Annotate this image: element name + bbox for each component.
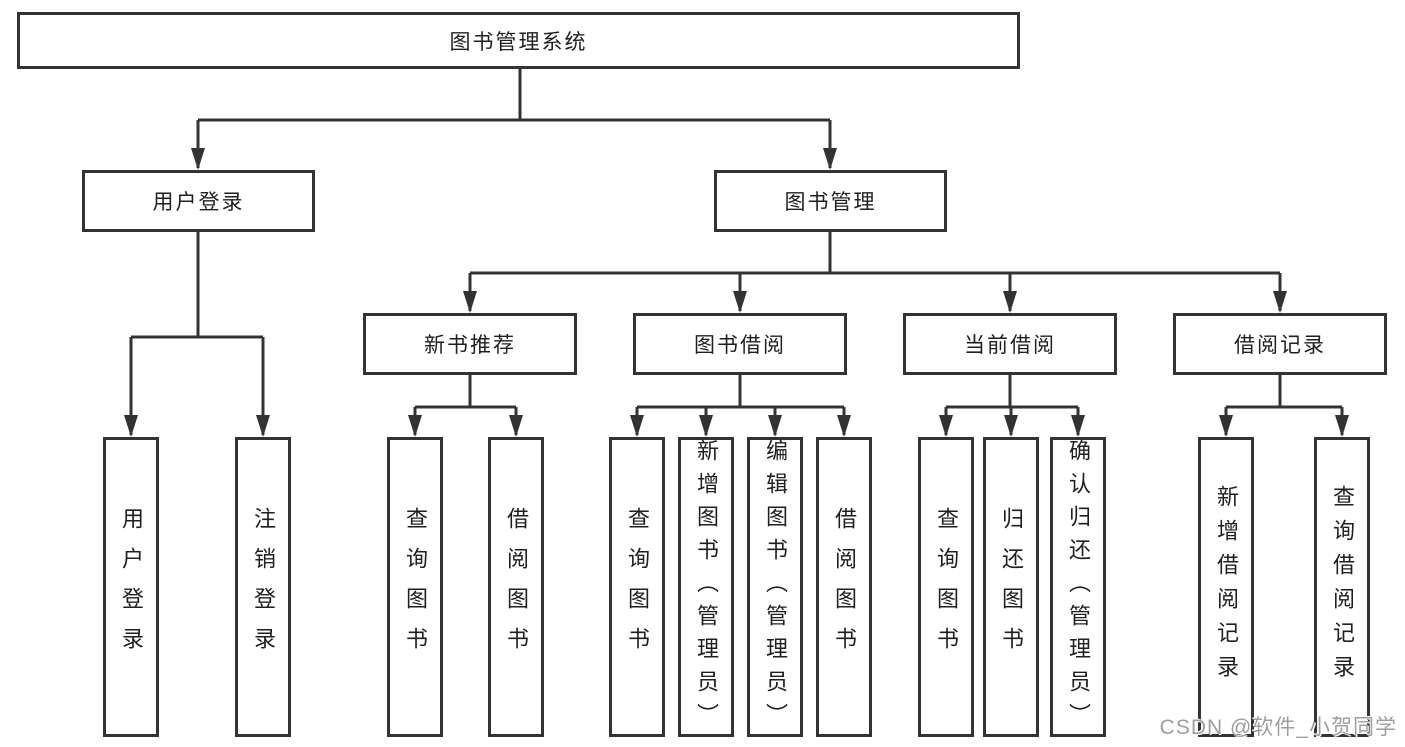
node-root: 图书管理系统: [17, 12, 1020, 69]
node-book-management-label: 图书管理: [784, 191, 877, 214]
node-book-borrow-label: 图书借阅: [694, 334, 786, 357]
connector-book-management: [470, 232, 1280, 275]
leaf-return-book-label: 归还图书: [999, 507, 1024, 667]
leaf-borrow-book-recommend: 借阅图书: [488, 437, 544, 737]
leaf-query-borrow-record: 查询借阅记录: [1314, 437, 1370, 737]
node-user-login: 用户登录: [82, 170, 315, 232]
leaf-query-book-recommend-label: 查询图书: [403, 507, 428, 667]
leaf-add-borrow-record: 新增借阅记录: [1198, 437, 1254, 737]
leaf-user-login: 用户登录: [103, 437, 159, 737]
node-borrow-record-label: 借阅记录: [1234, 334, 1326, 357]
connector-book-borrow: [637, 375, 844, 409]
node-new-book-recommend-label: 新书推荐: [424, 334, 516, 357]
leaf-query-book-borrow: 查询图书: [609, 437, 665, 737]
node-book-management: 图书管理: [714, 170, 947, 232]
leaf-borrow-book-label: 借阅图书: [832, 507, 857, 667]
connector-new-book-recommend: [415, 375, 516, 409]
leaf-add-borrow-record-label: 新增借阅记录: [1214, 485, 1239, 689]
node-user-login-label: 用户登录: [152, 191, 245, 214]
leaf-confirm-return-admin: 确认归还（管理员）: [1050, 437, 1106, 737]
node-new-book-recommend: 新书推荐: [363, 313, 577, 375]
leaf-query-borrow-record-label: 查询借阅记录: [1330, 485, 1355, 689]
leaf-query-book-borrow-label: 查询图书: [625, 507, 650, 667]
leaf-logout-label: 注销登录: [251, 507, 276, 667]
leaf-query-book-current: 查询图书: [918, 437, 974, 737]
leaf-query-book-recommend: 查询图书: [387, 437, 443, 737]
leaf-add-book-admin-label: 新增图书（管理员）: [694, 438, 719, 736]
leaf-logout: 注销登录: [235, 437, 291, 737]
connector-user-login: [131, 232, 263, 339]
connector-root: [198, 69, 830, 122]
leaf-edit-book-admin-label: 编辑图书（管理员）: [763, 438, 788, 736]
node-borrow-record: 借阅记录: [1173, 313, 1387, 375]
leaf-add-book-admin: 新增图书（管理员）: [678, 437, 734, 737]
leaf-edit-book-admin: 编辑图书（管理员）: [747, 437, 803, 737]
leaf-borrow-book-recommend-label: 借阅图书: [504, 507, 529, 667]
connector-current-borrow: [946, 375, 1078, 409]
leaf-query-book-current-label: 查询图书: [934, 507, 959, 667]
leaf-user-login-label: 用户登录: [119, 507, 144, 667]
leaf-return-book: 归还图书: [983, 437, 1039, 737]
leaf-borrow-book: 借阅图书: [816, 437, 872, 737]
node-root-label: 图书管理系统: [449, 30, 588, 54]
leaf-confirm-return-admin-label: 确认归还（管理员）: [1066, 438, 1091, 736]
connector-borrow-record: [1226, 375, 1342, 409]
node-current-borrow-label: 当前借阅: [964, 334, 1056, 357]
node-current-borrow: 当前借阅: [903, 313, 1117, 375]
node-book-borrow: 图书借阅: [633, 313, 847, 375]
